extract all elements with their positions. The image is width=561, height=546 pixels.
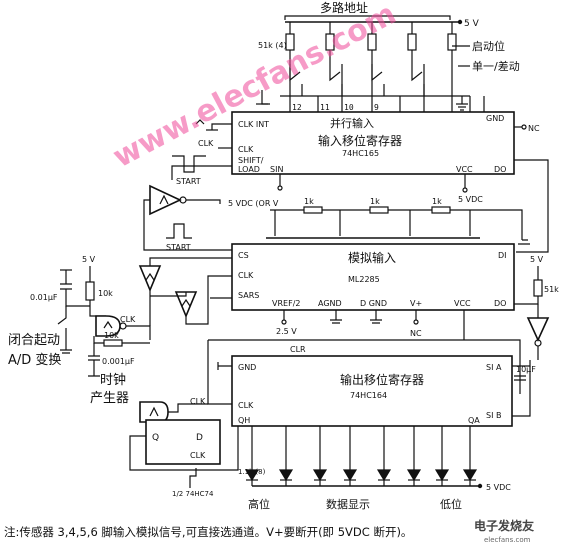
clk-pin: CLK bbox=[238, 145, 254, 154]
qa-pin: QA bbox=[468, 416, 480, 425]
in-shift-reg-title: 输入移位寄存器 bbox=[318, 133, 402, 148]
sars-pin: SARS bbox=[238, 291, 259, 300]
logo-sub: elecfans.com bbox=[484, 536, 531, 544]
clock-gen-label: 时钟 bbox=[100, 372, 126, 388]
agnd-pin: AGND bbox=[318, 299, 342, 308]
cs-pin: CS bbox=[238, 251, 249, 260]
ad-convert-label: A/D 变换 bbox=[8, 352, 61, 368]
led-display: 5 VDC 高位 数据显示 低位 bbox=[244, 426, 511, 511]
v5-right-label: 5 V bbox=[530, 255, 544, 264]
sin-pin: SIN bbox=[270, 165, 283, 174]
data-display-label: 数据显示 bbox=[326, 497, 370, 511]
clk-pin-out: CLK bbox=[238, 401, 254, 410]
v25-label: 2.5 V bbox=[276, 327, 297, 336]
pin-10: 10 bbox=[344, 103, 354, 112]
r1k-c: 1k bbox=[432, 197, 442, 206]
q-pin: Q bbox=[152, 433, 159, 443]
start-pulse: START START bbox=[166, 155, 206, 252]
do-pin-adc: DO bbox=[494, 299, 506, 308]
flip-flop: Q D CLK 1/2 74HC74 1.1k (8) bbox=[129, 401, 266, 498]
logo: 电子发烧友 elecfans.com bbox=[474, 518, 534, 544]
r51k-label: 51k (4) bbox=[258, 41, 287, 50]
clr-label: CLR bbox=[290, 345, 306, 354]
mux-address-label: 多路地址 bbox=[320, 0, 368, 15]
nc-label: NC bbox=[528, 124, 540, 133]
shift-pin: SHIFT/ bbox=[238, 156, 264, 165]
clk-bar-label: CLK bbox=[198, 139, 214, 148]
vcc-pin: VCC bbox=[456, 165, 473, 174]
right-inverter: 5 V 51k bbox=[514, 255, 559, 360]
single-diff-label: 单一/差动 bbox=[472, 59, 520, 73]
do-pin: DO bbox=[494, 165, 506, 174]
r10k-label: 10k bbox=[98, 289, 113, 298]
r10k2-label: 10k bbox=[104, 331, 119, 340]
r1k-b: 1k bbox=[370, 197, 380, 206]
vcc-pin-adc: VCC bbox=[454, 299, 471, 308]
clock-gen-label2: 产生器 bbox=[90, 391, 129, 406]
dgnd-pin: D GND bbox=[360, 299, 387, 308]
low-bit-label: 低位 bbox=[440, 497, 462, 511]
logo-text: 电子发烧友 bbox=[474, 518, 534, 533]
ic-74hc164-label: 74HC164 bbox=[350, 391, 387, 400]
start-bit-label: 启动位 bbox=[472, 39, 505, 53]
ml2285-label: ML2285 bbox=[348, 275, 380, 284]
output-shift-register: CLR GND CLK 输出移位寄存器 74HC164 SI A SI B QH… bbox=[190, 339, 536, 427]
clk-ff-pin: CLK bbox=[190, 451, 206, 460]
qh-pin: QH bbox=[238, 416, 250, 425]
out-shift-reg-title: 输出移位寄存器 bbox=[340, 372, 424, 387]
clock-generator: 5 V 10k 0.01μF 闭合起动 A/D 变换 CLK 10k 0.001… bbox=[8, 255, 232, 406]
sib-pin: SI B bbox=[486, 411, 501, 420]
d-pin: D bbox=[196, 433, 203, 443]
clk-pin-adc: CLK bbox=[238, 271, 254, 280]
parallel-input-label: 并行输入 bbox=[330, 116, 374, 130]
close-start-label: 闭合起动 bbox=[8, 333, 60, 348]
sia-pin: SI A bbox=[486, 363, 502, 372]
high-bit-label: 高位 bbox=[248, 497, 270, 511]
gnd-pin: GND bbox=[486, 114, 504, 123]
footnote: 注:传感器 3,4,5,6 脚输入模拟信号,可直接选通道。V+要断开(即 5VD… bbox=[4, 525, 413, 539]
v5dc-label: 5 VDC bbox=[458, 195, 483, 204]
analog-input-title: 模拟输入 bbox=[348, 250, 396, 265]
c0001-label: 0.001μF bbox=[102, 357, 135, 366]
v5-or-vin-label: 5 VDC (OR V bbox=[228, 199, 279, 208]
input-shift-register: 并行输入 输入移位寄存器 74HC165 CLK INT CLK SHIFT/ … bbox=[171, 111, 549, 253]
pin-9: 9 bbox=[374, 103, 379, 112]
pin-11: 11 bbox=[320, 103, 330, 112]
gnd-pin-out: GND bbox=[238, 363, 256, 372]
c001-label: 0.01μF bbox=[30, 293, 58, 302]
start-label: START bbox=[176, 177, 201, 186]
clk-ff-label: CLK bbox=[190, 397, 206, 406]
vplus-pin: V+ bbox=[410, 299, 422, 308]
mux-address-bus: 多路地址 5 V 51k (4) 启动位 单一/差动 bbox=[256, 0, 520, 112]
c10uf-label: 10μF bbox=[516, 365, 536, 374]
adc-ml2285: 5 VDC (OR V 1k 1k 1k 模拟输入 ML2285 CS CLK … bbox=[228, 197, 530, 340]
ff-name-label: 1/2 74HC74 bbox=[172, 490, 214, 498]
pin-12: 12 bbox=[292, 103, 302, 112]
v5-left-label: 5 V bbox=[82, 255, 96, 264]
r51k-right: 51k bbox=[544, 285, 559, 294]
vref-pin: VREF/2 bbox=[272, 299, 300, 308]
v5-top-label: 5 V bbox=[464, 19, 480, 29]
start-bar-label: START bbox=[166, 243, 191, 252]
r1k-a: 1k bbox=[304, 197, 314, 206]
schmitt-inverter-top bbox=[143, 184, 232, 251]
v5dc-bottom-label: 5 VDC bbox=[486, 483, 511, 492]
clk-gen-pin: CLK bbox=[120, 315, 136, 324]
load-pin: LOAD bbox=[238, 165, 260, 174]
ic-74hc165-label: 74HC165 bbox=[342, 149, 379, 158]
clk-int-pin: CLK INT bbox=[238, 120, 269, 129]
di-pin: DI bbox=[498, 251, 507, 260]
nc2-label: NC bbox=[410, 329, 422, 338]
